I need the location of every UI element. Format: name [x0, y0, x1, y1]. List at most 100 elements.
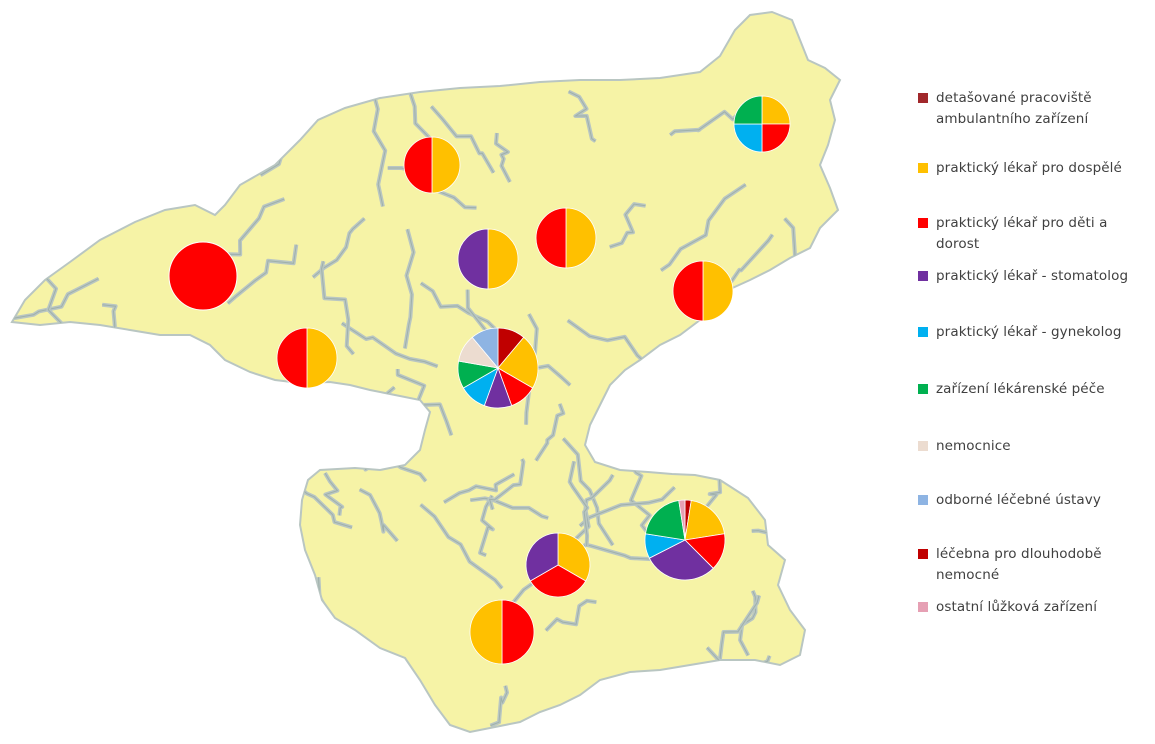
road-line — [669, 111, 740, 136]
road-line — [420, 504, 503, 589]
boundary-line — [287, 27, 354, 77]
road-line — [12, 104, 46, 175]
road-line — [366, 678, 426, 732]
road-line — [677, 20, 737, 34]
pie-north-slice-deti — [403, 136, 433, 194]
road-line — [324, 472, 344, 516]
road-line — [188, 135, 236, 188]
road-line — [490, 685, 508, 727]
road-line — [660, 184, 746, 271]
road-line — [209, 381, 321, 446]
legend-swatch-gynekolog — [918, 327, 928, 337]
road-line — [321, 261, 354, 355]
boundary-line — [144, 473, 182, 506]
boundary-line — [720, 655, 772, 709]
legend-item-dospele: praktický lékař pro dospělé — [918, 158, 1148, 179]
legend-swatch-odborne — [918, 495, 928, 505]
legend-swatch-ostatni — [918, 602, 928, 612]
road-line — [562, 438, 614, 546]
road-line — [443, 473, 515, 503]
road-line — [25, 664, 43, 722]
boundary-line — [176, 133, 277, 170]
legend-swatch-nemocnice — [918, 441, 928, 451]
pie-south-center-slice-stomatolog — [525, 532, 559, 582]
road-line — [535, 403, 564, 461]
road-line — [545, 600, 597, 631]
road-line — [568, 91, 596, 142]
pie-center-north-right-slice-dospele — [565, 207, 597, 269]
pie-south-slice-dospele — [469, 599, 503, 665]
region-outline — [10, 10, 842, 734]
pie-south — [469, 599, 535, 665]
road-line — [622, 454, 657, 545]
pie-east-slice-deti — [672, 260, 704, 322]
legend: detašované pracoviště ambulantního zaříz… — [918, 0, 1148, 744]
pie-center-north-left — [457, 228, 519, 290]
legend-label-ostatni: ostatní lůžková zařízení — [936, 599, 1098, 615]
road-line — [430, 106, 495, 174]
region-map — [10, 10, 842, 734]
pie-west-slice-deti — [276, 327, 308, 389]
legend-label-nemocnice: nemocnice — [936, 438, 1011, 454]
road-line — [101, 159, 212, 204]
map-area — [10, 10, 842, 734]
pie-center-north-right — [535, 207, 597, 269]
pie-southeast-town — [644, 499, 726, 581]
road-line — [312, 218, 365, 278]
pie-central-town-slice-dospele — [497, 336, 539, 389]
pie-center-north-right-slice-deti — [535, 207, 567, 269]
legend-item-deti: praktický lékař pro děti a dorost — [918, 213, 1148, 255]
road-line — [227, 244, 297, 304]
road-line — [603, 389, 628, 443]
legend-item-nemocnice: nemocnice — [918, 436, 1148, 457]
pie-northeast-slice-gynekolog — [733, 123, 763, 153]
road-line — [720, 655, 771, 707]
legend-item-odborne: odborné léčebné ústavy — [918, 490, 1148, 511]
road-line — [83, 50, 165, 106]
legend-label-stomatolog: praktický lékař - stomatolog — [936, 268, 1129, 284]
boundary-line — [12, 371, 42, 393]
legend-label-deti: praktický lékař pro děti a dorost — [936, 215, 1108, 252]
road-line — [370, 83, 386, 207]
road-line — [289, 28, 352, 76]
pie-northeast — [733, 95, 791, 153]
road-line — [710, 345, 805, 404]
legend-item-lekarenske: zařízení lékárenské péče — [918, 379, 1148, 400]
road-line — [609, 203, 646, 248]
pie-south-slice-deti — [501, 599, 535, 665]
road-line — [359, 489, 398, 542]
legend-item-detasovane: detašované pracoviště ambulantního zaříz… — [918, 88, 1148, 130]
road-line — [207, 441, 231, 484]
road-line — [420, 282, 503, 337]
road-line — [404, 229, 415, 349]
pie-markers — [168, 95, 791, 665]
boundary-line — [364, 677, 427, 732]
road-line — [470, 497, 549, 519]
road-line — [68, 108, 114, 140]
pie-northeast-slice-deti — [761, 123, 791, 153]
pie-east-slice-dospele — [702, 260, 734, 322]
pie-far-west-slice-deti — [168, 241, 238, 311]
boundary-line — [12, 176, 89, 214]
legend-label-detasovane: detašované pracoviště ambulantního zaříz… — [936, 90, 1092, 127]
map-base — [10, 10, 842, 734]
road-line — [721, 395, 793, 404]
road-line — [12, 12, 46, 50]
boundary-line — [114, 603, 226, 676]
legend-label-lecebna: léčebna pro dlouhodobě nemocné — [936, 546, 1102, 583]
pie-east — [672, 260, 734, 322]
boundary-line — [627, 366, 692, 385]
legend-swatch-stomatolog — [918, 271, 928, 281]
road-line — [354, 386, 395, 448]
legend-swatch-deti — [918, 218, 928, 228]
road-line — [479, 495, 494, 556]
boundary-line — [100, 158, 212, 206]
road-line — [488, 458, 524, 510]
pie-center-north-left-slice-stomatolog — [457, 228, 489, 290]
boundary-line — [219, 485, 261, 504]
pie-northeast-slice-lekarenske — [733, 95, 763, 125]
road-line — [220, 486, 261, 503]
road-line — [495, 132, 511, 183]
boundary-line — [12, 102, 47, 176]
road-line — [579, 486, 675, 527]
